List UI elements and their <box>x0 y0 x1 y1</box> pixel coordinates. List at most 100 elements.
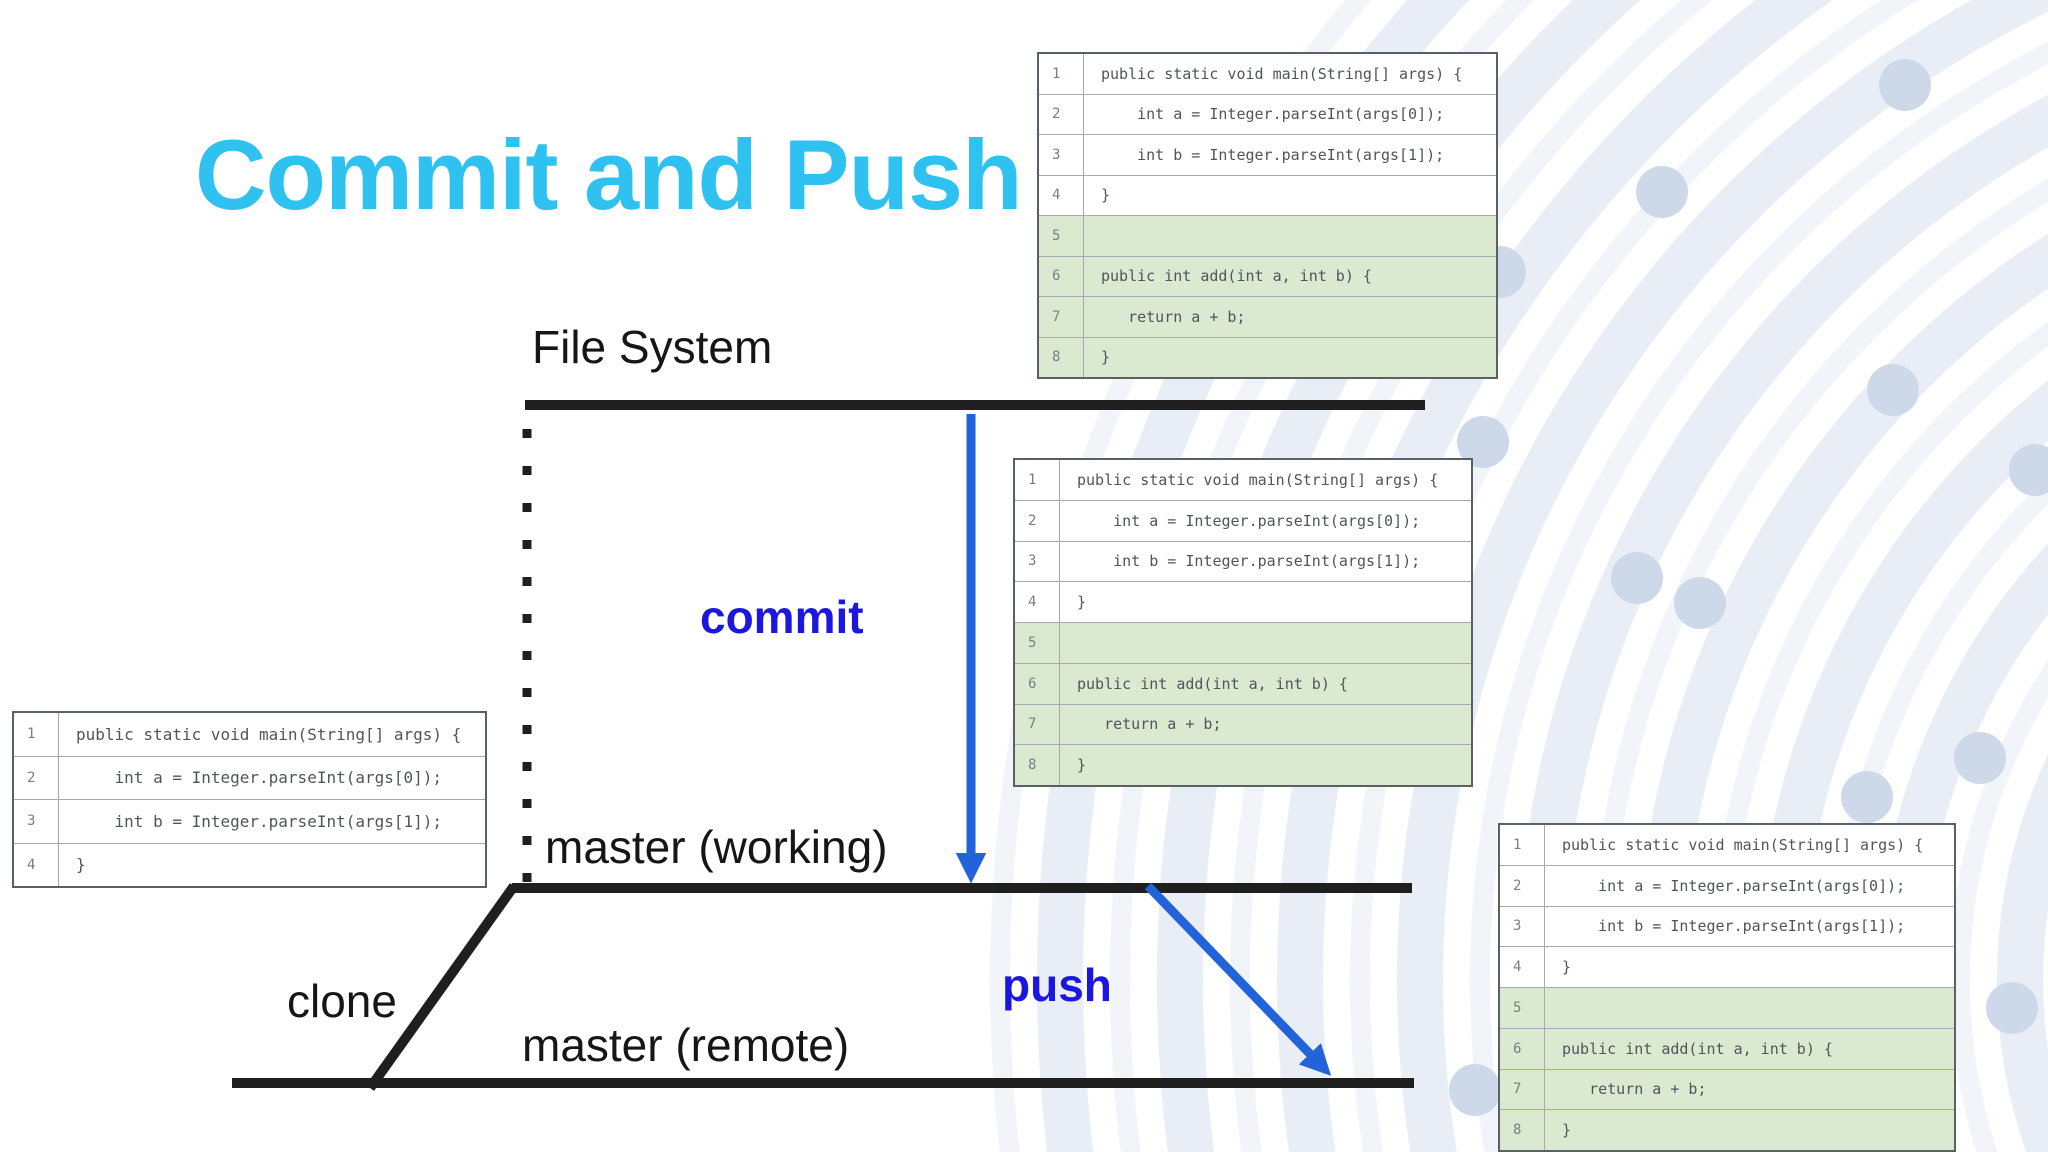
code-text: } <box>1077 756 1087 775</box>
code-text: } <box>1077 593 1087 612</box>
code-line-3: 3 int b = Integer.parseInt(args[1]); <box>14 799 485 843</box>
code-line-4: 4} <box>1015 581 1471 622</box>
line-number: 7 <box>1015 704 1060 745</box>
commit-label: commit <box>700 591 864 643</box>
code-text: int b = Integer.parseInt(args[1]); <box>1562 917 1906 936</box>
code-text: int a = Integer.parseInt(args[0]); <box>76 768 443 788</box>
code-text: } <box>1101 186 1111 205</box>
code-line-6: 6 public int add(int a, int b) { <box>1015 662 1471 704</box>
line-number: 1 <box>14 713 59 756</box>
code-text: public static void main(String[] args) { <box>1101 64 1463 83</box>
fingerprint-arc-thin <box>1950 660 2048 1152</box>
code-line-2: 2 int a = Integer.parseInt(args[0]); <box>14 755 485 799</box>
fingerprint-dot <box>1954 732 2006 784</box>
fingerprint-arc-thin <box>1470 42 2048 1152</box>
code-text: } <box>1101 348 1111 367</box>
slide-title: Commit and Push <box>195 119 1023 230</box>
code-line-1: 1 public static void main(String[] args) … <box>1015 460 1471 500</box>
line-number: 5 <box>1039 216 1084 256</box>
code-line-7: 7 return a + b; <box>1039 296 1496 337</box>
line-number: 4 <box>1500 947 1545 987</box>
code-text: return a + b; <box>1562 1080 1707 1099</box>
fingerprint-arc-thin <box>990 0 1372 1152</box>
code-line-5: 5 <box>1500 987 1954 1028</box>
fingerprint-dot <box>1879 59 1931 111</box>
line-number: 2 <box>1015 500 1060 541</box>
fingerprint-arc <box>1997 755 2048 1152</box>
fingerprint-dot <box>1867 364 1919 416</box>
code-line-1: 1 public static void main(String[] args) … <box>1039 54 1496 94</box>
code-text: } <box>76 855 86 875</box>
fingerprint-arc-thin <box>1350 0 1919 1152</box>
fingerprint-arc <box>1037 0 1470 1152</box>
master-working-label: master (working) <box>545 821 888 873</box>
code-line-2: 2 int a = Integer.parseInt(args[0]); <box>1015 499 1471 541</box>
line-number: 6 <box>1039 256 1084 296</box>
code-table-working-committed: 1 public static void main(String[] args) … <box>1013 458 1473 787</box>
line-number: 2 <box>14 756 59 799</box>
line-number: 2 <box>1500 865 1545 906</box>
line-number: 6 <box>1015 663 1060 704</box>
fingerprint-dot <box>1449 1064 1501 1116</box>
fingerprint-arc <box>1277 0 1833 1152</box>
code-table-remote-pushed: 1 public static void main(String[] args) … <box>1498 823 1956 1152</box>
code-line-3: 3 int b = Integer.parseInt(args[1]); <box>1015 540 1471 582</box>
line-number: 1 <box>1500 825 1545 865</box>
code-text: int b = Integer.parseInt(args[1]); <box>1101 145 1445 164</box>
line-number: 3 <box>1039 135 1084 175</box>
code-text: int a = Integer.parseInt(args[0]); <box>1077 511 1421 530</box>
code-line-1: 1 public static void main(String[] args) … <box>1500 825 1954 865</box>
fingerprint-arc <box>1397 0 2048 1152</box>
code-text: int b = Integer.parseInt(args[1]); <box>1077 552 1421 571</box>
clone-line <box>365 883 519 1091</box>
code-text: public static void main(String[] args) { <box>1077 470 1439 489</box>
code-line-8: 8} <box>1015 744 1471 785</box>
clone-label: clone <box>287 975 397 1027</box>
fingerprint-dot <box>2009 444 2048 496</box>
code-line-2: 2 int a = Integer.parseInt(args[0]); <box>1500 864 1954 906</box>
line-number: 4 <box>1039 175 1084 215</box>
line-number: 8 <box>1015 745 1060 785</box>
code-text: } <box>1562 1121 1572 1140</box>
code-line-6: 6 public int add(int a, int b) { <box>1039 255 1496 296</box>
line-number: 5 <box>1500 988 1545 1028</box>
line-number: 1 <box>1015 460 1060 500</box>
code-line-7: 7 return a + b; <box>1500 1068 1954 1110</box>
code-text: public static void main(String[] args) { <box>76 724 462 744</box>
code-line-8: 8} <box>1500 1109 1954 1150</box>
code-line-5: 5 <box>1015 622 1471 663</box>
line-number: 6 <box>1500 1028 1545 1069</box>
fingerprint-arc-thin <box>1110 0 1535 1152</box>
push-arrow <box>1144 882 1332 1076</box>
file-system-label: File System <box>532 321 773 373</box>
line-number: 4 <box>1015 582 1060 622</box>
push-label: push <box>1002 959 1112 1011</box>
code-line-3: 3 int b = Integer.parseInt(args[1]); <box>1500 905 1954 947</box>
code-text: public int add(int a, int b) { <box>1101 267 1372 286</box>
code-table-file-system: 1 public static void main(String[] args) … <box>1037 52 1498 379</box>
line-number: 3 <box>14 800 59 843</box>
code-line-6: 6 public int add(int a, int b) { <box>1500 1027 1954 1069</box>
line-number: 5 <box>1015 623 1060 663</box>
line-number: 3 <box>1500 906 1545 947</box>
master-remote-label: master (remote) <box>522 1019 850 1071</box>
fingerprint-dot <box>1841 771 1893 823</box>
fingerprint-dot <box>1674 577 1726 629</box>
fingerprint-dot <box>1457 416 1509 468</box>
code-text: int a = Integer.parseInt(args[0]); <box>1101 105 1445 124</box>
code-line-5: 5 <box>1039 215 1496 256</box>
line-number: 7 <box>1500 1069 1545 1110</box>
fingerprint-dot <box>1636 166 1688 218</box>
fingerprint-dot <box>1986 982 2038 1034</box>
line-number: 4 <box>14 843 59 886</box>
code-text: int a = Integer.parseInt(args[0]); <box>1562 876 1906 895</box>
code-text: return a + b; <box>1077 715 1222 734</box>
code-text: public int add(int a, int b) { <box>1562 1039 1833 1058</box>
code-text: public static void main(String[] args) { <box>1562 835 1924 854</box>
line-number: 1 <box>1039 54 1084 94</box>
code-text: public int add(int a, int b) { <box>1077 674 1348 693</box>
fingerprint-arc <box>1157 0 1641 1152</box>
code-line-3: 3 int b = Integer.parseInt(args[1]); <box>1039 134 1496 175</box>
code-line-2: 2 int a = Integer.parseInt(args[0]); <box>1039 93 1496 134</box>
